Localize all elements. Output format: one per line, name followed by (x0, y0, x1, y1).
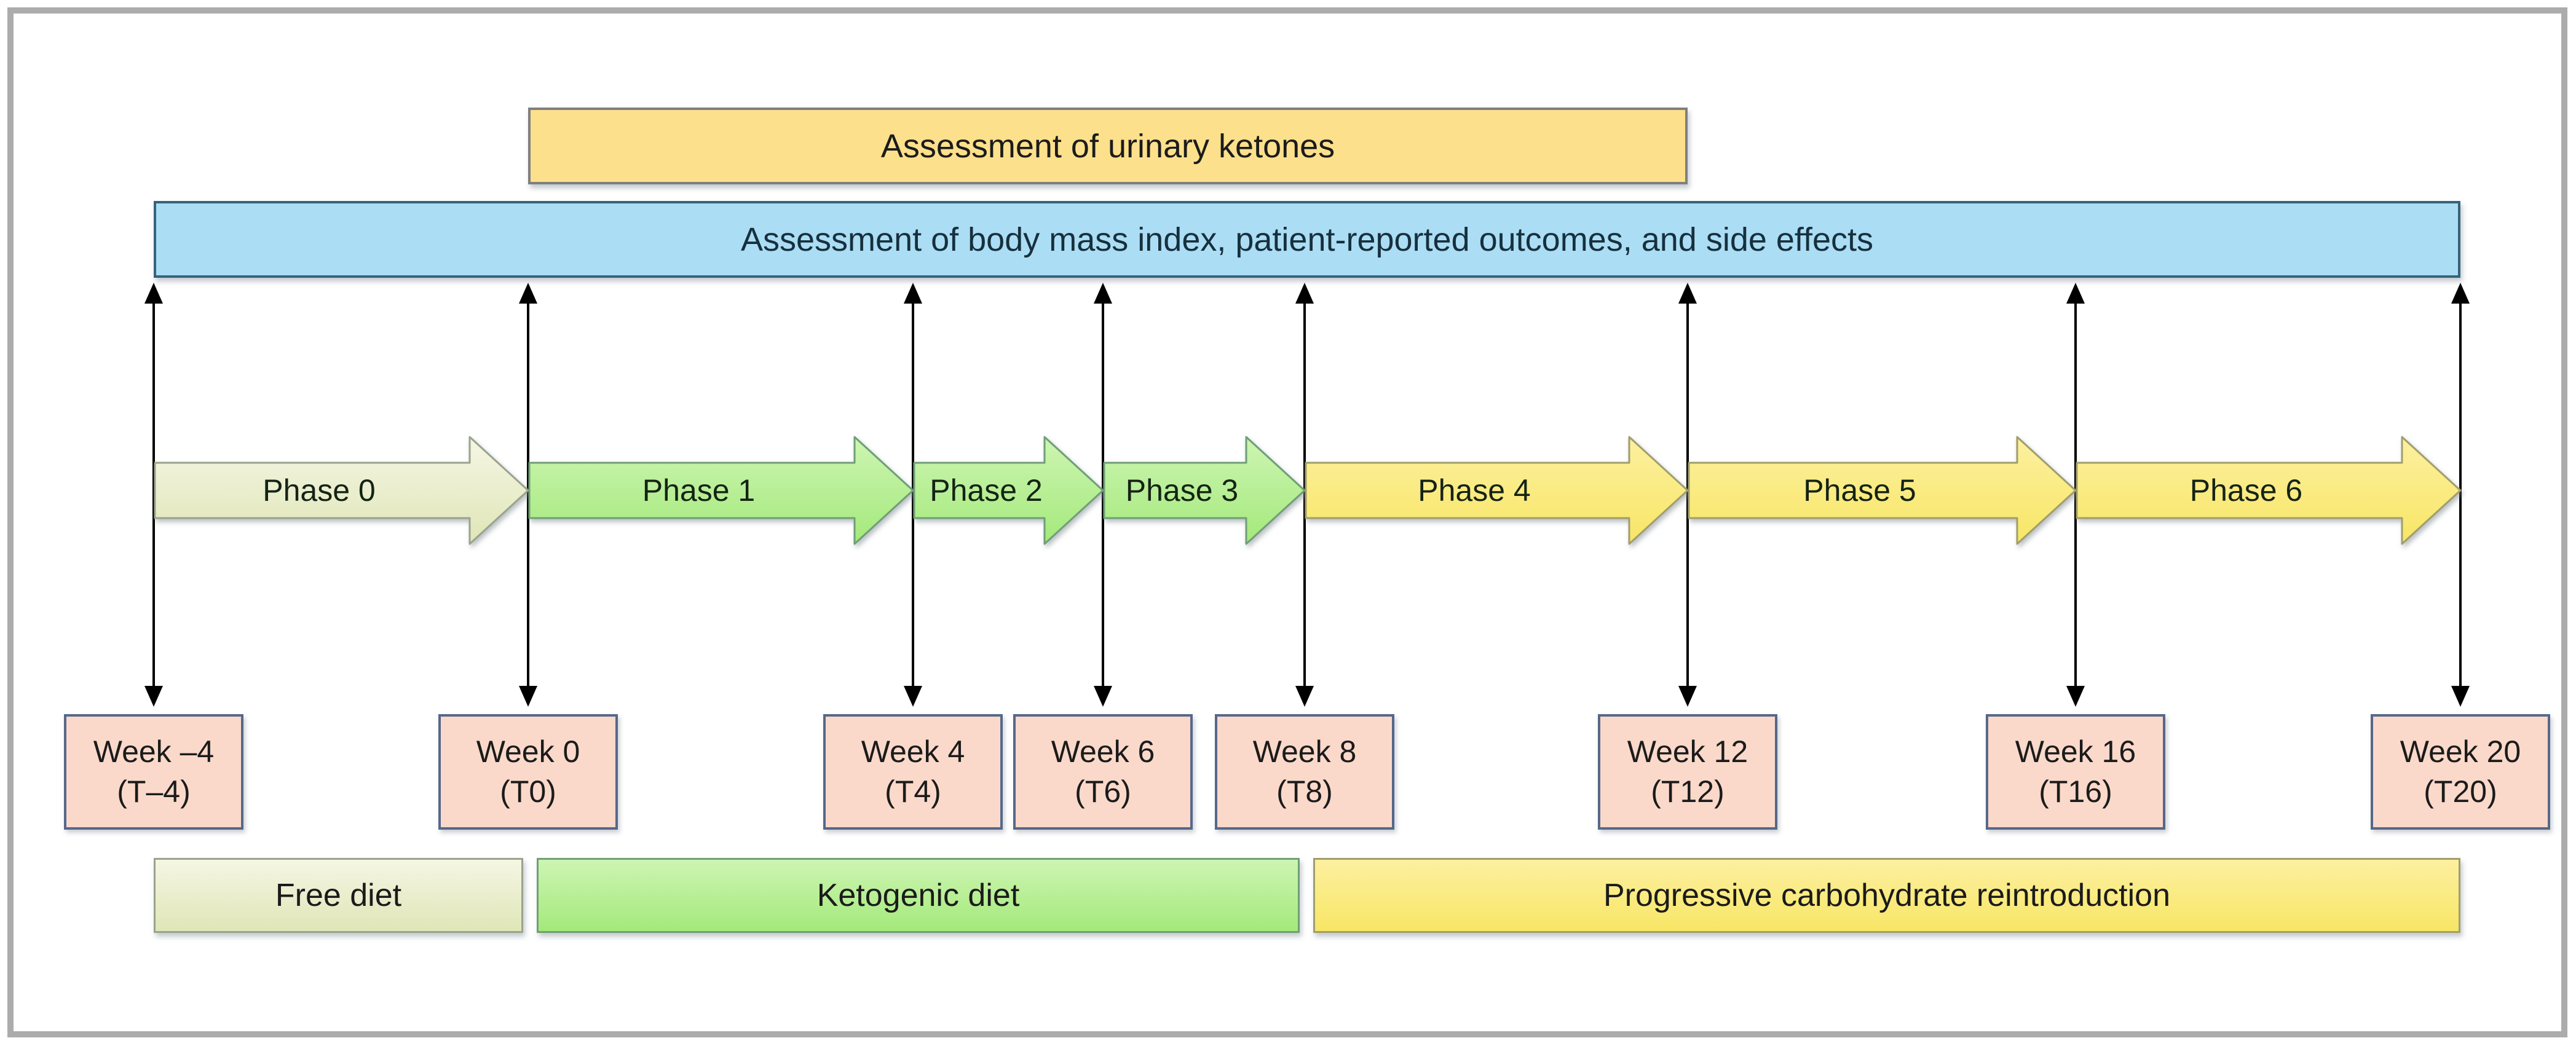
double-arrow-week-16 (2066, 283, 2085, 707)
week-box-4-week-label: Week 4 (861, 734, 965, 769)
diet-bar-0: Free diet (154, 858, 523, 933)
phase-arrow-5: Phase 5 (1688, 436, 2077, 545)
double-arrow-week-20 (2451, 283, 2470, 707)
week-box--4-timepoint-label: (T–4) (117, 774, 191, 809)
week-box--4-week-label: Week –4 (93, 734, 215, 769)
double-arrow-week-0 (519, 283, 537, 707)
double-arrow-week-4 (904, 283, 922, 707)
week-box-12-week-label: Week 12 (1627, 734, 1748, 769)
diet-bar-0-label: Free diet (275, 878, 402, 913)
week-box-8: Week 8 (T8) (1215, 714, 1394, 830)
week-box-16-timepoint-label: (T16) (2039, 774, 2112, 809)
double-arrow-week-12 (1678, 283, 1697, 707)
phase-arrow-5-label: Phase 5 (1803, 473, 1916, 508)
week-box-8-week-label: Week 8 (1252, 734, 1357, 769)
phase-arrow-2-label: Phase 2 (930, 473, 1042, 508)
week-box-20-week-label: Week 20 (2400, 734, 2521, 769)
double-arrow-week-8 (1295, 283, 1314, 707)
phase-arrow-6: Phase 6 (2076, 436, 2462, 545)
double-arrow-week--4 (144, 283, 163, 707)
week-box-8-timepoint-label: (T8) (1276, 774, 1333, 809)
phase-arrow-1-label: Phase 1 (642, 473, 755, 508)
week-box-6-week-label: Week 6 (1051, 734, 1155, 769)
week-box-0-timepoint-label: (T0) (500, 774, 556, 809)
week-box--4: Week –4 (T–4) (64, 714, 243, 830)
phase-arrow-2: Phase 2 (913, 436, 1104, 545)
week-box-0: Week 0 (T0) (438, 714, 618, 830)
week-box-12: Week 12 (T12) (1598, 714, 1777, 830)
diet-bar-1-label: Ketogenic diet (816, 878, 1020, 913)
diet-bar-2-label: Progressive carbohydrate reintroduction (1603, 878, 2171, 913)
phase-arrow-0: Phase 0 (154, 436, 529, 545)
assessment-bar-bmi: Assessment of body mass index, patient-r… (154, 201, 2460, 278)
week-box-4: Week 4 (T4) (823, 714, 1003, 830)
phase-arrow-4-label: Phase 4 (1418, 473, 1530, 508)
week-box-6-timepoint-label: (T6) (1075, 774, 1131, 809)
phase-arrow-0-label: Phase 0 (263, 473, 375, 508)
diet-bar-2: Progressive carbohydrate reintroduction (1313, 858, 2460, 933)
phase-arrow-1: Phase 1 (528, 436, 914, 545)
week-box-12-timepoint-label: (T12) (1651, 774, 1725, 809)
assessment-bar-ketones: Assessment of urinary ketones (528, 108, 1688, 184)
week-box-16: Week 16 (T16) (1986, 714, 2165, 830)
week-box-6: Week 6 (T6) (1013, 714, 1193, 830)
assessment-bar-ketones-label: Assessment of urinary ketones (880, 127, 1335, 165)
week-box-20-timepoint-label: (T20) (2424, 774, 2497, 809)
week-box-16-week-label: Week 16 (2015, 734, 2136, 769)
week-box-20: Week 20 (T20) (2371, 714, 2550, 830)
phase-arrow-4: Phase 4 (1305, 436, 1689, 545)
phase-arrow-3-label: Phase 3 (1126, 473, 1238, 508)
phase-arrow-6-label: Phase 6 (2190, 473, 2302, 508)
phase-arrow-3: Phase 3 (1103, 436, 1306, 545)
diet-bar-1: Ketogenic diet (537, 858, 1300, 933)
double-arrow-week-6 (1094, 283, 1112, 707)
week-box-4-timepoint-label: (T4) (885, 774, 941, 809)
week-box-0-week-label: Week 0 (476, 734, 580, 769)
assessment-bar-bmi-label: Assessment of body mass index, patient-r… (741, 221, 1873, 258)
